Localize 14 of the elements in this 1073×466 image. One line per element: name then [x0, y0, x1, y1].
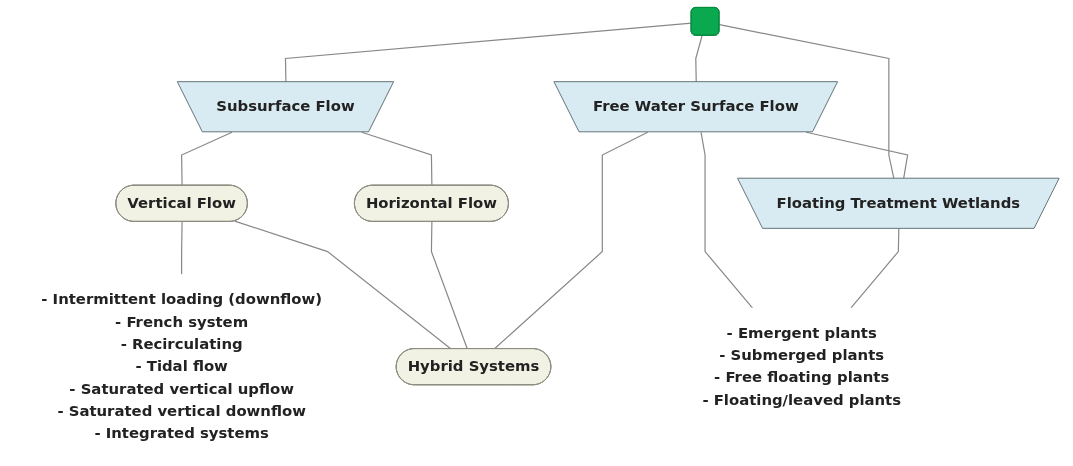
connector [431, 221, 469, 350]
connector [700, 131, 754, 309]
node-text: - Intermittent loading (downflow) - French system - Recirculating - Tidal flow - Saturated vertical upflow - Saturated vertical downflow - Integrated systems [41, 290, 323, 442]
node-text: - Emergent plants - Submerged plants - Free floating plants - Floating/leaved plants [702, 323, 902, 409]
connector [695, 35, 703, 83]
connector [181, 131, 233, 187]
connector [361, 131, 433, 187]
connector [181, 221, 183, 276]
connector [719, 24, 895, 180]
connector [493, 131, 649, 350]
connector [805, 131, 909, 180]
connector [234, 220, 452, 350]
connector [850, 228, 900, 309]
connector [285, 22, 693, 83]
